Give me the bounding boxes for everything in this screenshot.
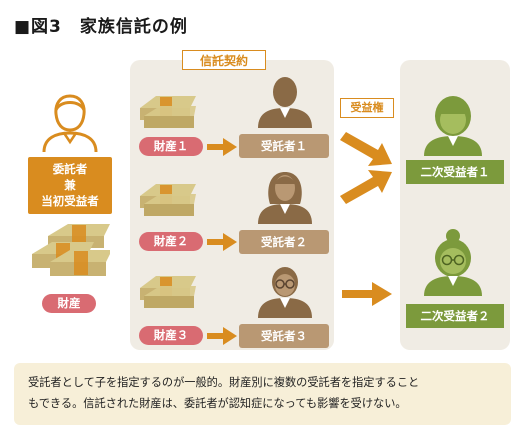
note-line-1: 受託者として子を指定するのが一般的。財産別に複数の受託者を指定すること [28,376,420,389]
settlor-money-stack-icon [32,224,110,276]
settlor-line-3: 当初受益者 [41,194,99,208]
secondary-beneficiary-2-box: 二次受益者２ [406,304,504,328]
asset-1-arrow-icon [207,138,237,156]
asset-3-arrow-icon [207,327,237,345]
asset-1-badge: 財産１ [139,137,203,156]
settlor-box: 委託者 兼 当初受益者 [28,157,112,214]
settlor-line-2: 兼 [64,178,76,192]
right-arrow-straight-icon [342,282,392,306]
beneficial-right-label: 受益権 [340,98,394,118]
trustee-2-box: 受託者２ [239,230,329,254]
explanation-note: 受託者として子を指定するのが一般的。財産別に複数の受託者を指定すること もできる… [14,363,511,425]
asset-3-badge: 財産３ [139,326,203,345]
secondary-beneficiary-1-box: 二次受益者１ [406,160,504,184]
right-arrow-diag-up-icon [340,170,392,204]
secondary-beneficiary-2-person-icon [424,229,482,296]
note-line-2: もできる。信託された財産は、委託者が認知症になっても影響を受けない。 [28,397,407,410]
asset-2-badge: 財産２ [139,232,203,251]
trustee-2-person-icon [258,172,312,224]
settlor-line-1: 委託者 [52,162,88,176]
trustee-1-person-icon [258,77,312,128]
trust-contract-label: 信託契約 [182,50,266,70]
asset-1-money-icon [140,96,196,128]
settlor-assets-badge: 財産 [42,294,96,313]
settlor-person-icon [42,94,98,152]
trustee-1-box: 受託者１ [239,134,329,158]
figure-title: ■図3 家族信託の例 [14,17,188,37]
trustee-3-box: 受託者３ [239,324,329,348]
secondary-beneficiary-1-person-icon [424,96,482,156]
right-arrow-diag-down-icon [340,132,392,166]
asset-3-money-icon [140,276,196,308]
trustee-3-person-icon [258,267,312,318]
asset-2-money-icon [140,184,196,216]
asset-2-arrow-icon [207,233,237,251]
